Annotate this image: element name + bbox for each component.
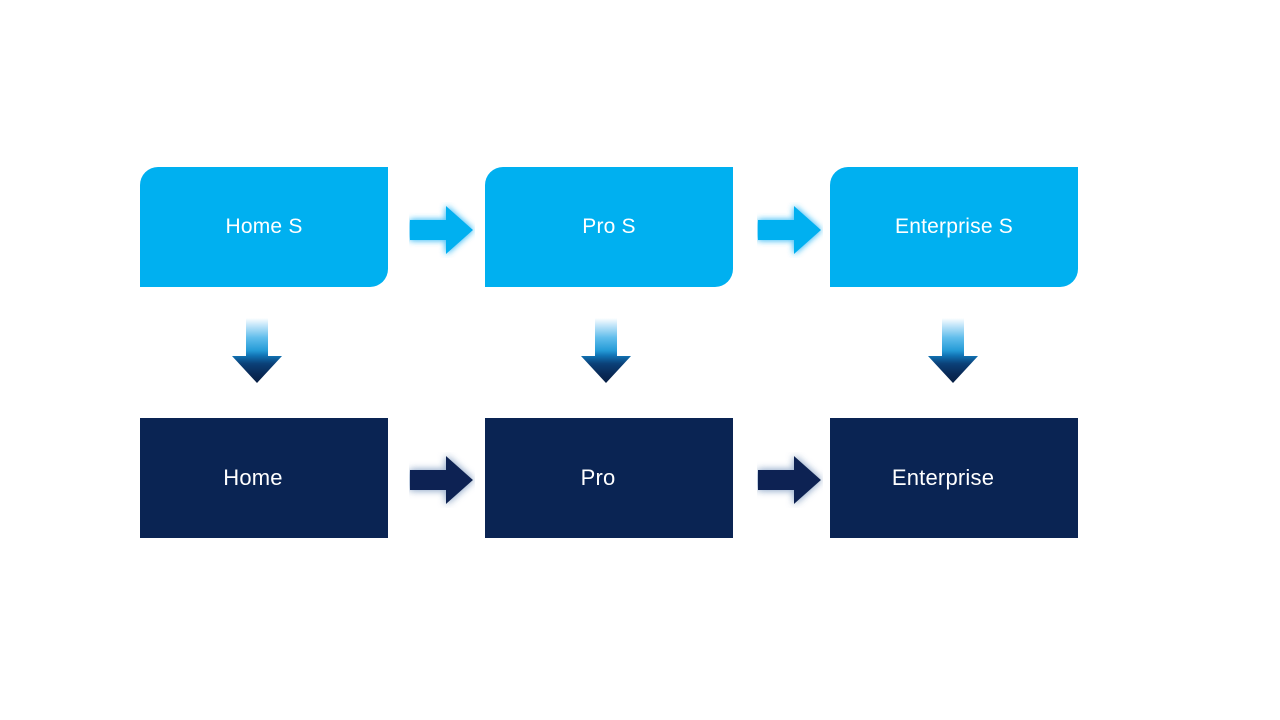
node-label: Home (223, 465, 283, 490)
down-arrow-icon (928, 318, 978, 384)
node-pro-s: Pro S (485, 167, 733, 287)
down-arrow-icon (232, 318, 282, 384)
node-enterprise-s: Enterprise S (830, 167, 1078, 287)
node-label: Enterprise S (895, 215, 1013, 238)
right-arrow-icon (757, 202, 823, 258)
node-label: Home S (225, 215, 303, 238)
node-home: Home (140, 418, 388, 538)
node-label: Enterprise (891, 465, 995, 490)
node-enterprise: Enterprise (830, 418, 1078, 538)
right-arrow-icon (409, 202, 475, 258)
right-arrow-icon (757, 452, 823, 508)
right-arrow-icon (409, 452, 475, 508)
node-label: Pro S (582, 215, 636, 238)
down-arrow-icon (581, 318, 631, 384)
node-label: Pro (580, 465, 616, 490)
node-pro: Pro (485, 418, 733, 538)
node-home-s: Home S (140, 167, 388, 287)
